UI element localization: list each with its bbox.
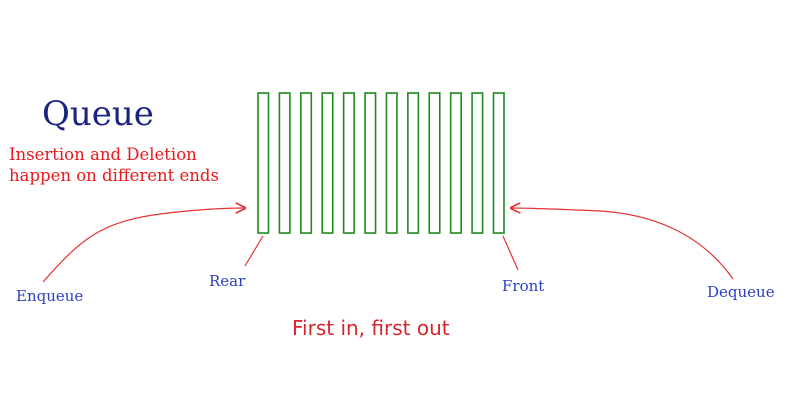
description-line-1: Insertion and Deletion	[9, 145, 197, 164]
queue-slot	[278, 92, 291, 234]
fifo-caption: First in, first out	[292, 316, 450, 340]
queue-slot	[428, 92, 441, 234]
queue-slot	[257, 92, 270, 234]
queue-slot	[300, 92, 313, 234]
description-line-2: happen on different ends	[9, 166, 219, 185]
queue-slot	[449, 92, 462, 234]
dequeue-label: Dequeue	[707, 283, 775, 301]
dequeue-arrow	[511, 208, 734, 280]
rear-label: Rear	[209, 272, 246, 290]
front-label: Front	[502, 277, 545, 295]
queue-slot	[342, 92, 355, 234]
queue-slot	[364, 92, 377, 234]
queue-slot	[385, 92, 398, 234]
queue-slot	[492, 92, 505, 234]
enqueue-arrow	[42, 208, 245, 283]
rear-pointer-line	[244, 235, 264, 267]
diagram-title: Queue	[42, 94, 154, 134]
queue-slot	[321, 92, 334, 234]
enqueue-label: Enqueue	[16, 287, 84, 305]
description: Insertion and Deletion happen on differe…	[9, 144, 219, 186]
queue-slots	[257, 92, 505, 234]
queue-slot	[471, 92, 484, 234]
queue-slot	[407, 92, 420, 234]
front-pointer-line	[502, 235, 519, 271]
